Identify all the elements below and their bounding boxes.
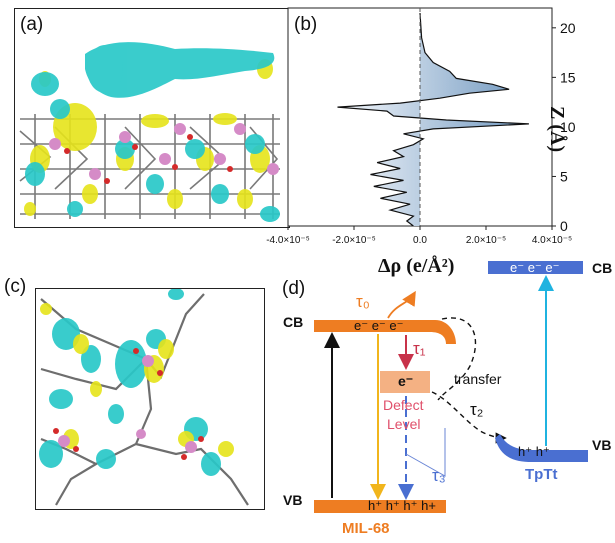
mil68-cb-band bbox=[314, 320, 456, 344]
panel-d-label: (d) bbox=[282, 278, 306, 299]
mil68-cb-electrons: e⁻ e⁻ e⁻ bbox=[354, 318, 404, 333]
tptt-vb-holes: h⁺ h⁺ bbox=[518, 444, 550, 459]
band-alignment-diagram bbox=[314, 261, 588, 513]
y-tick-label: 5 bbox=[560, 168, 568, 184]
y-tick-label: 20 bbox=[560, 20, 576, 36]
mil68-vb-band bbox=[314, 500, 446, 513]
defect-level-label-line2: Level bbox=[387, 416, 421, 432]
mil68-cb-label: CB bbox=[283, 314, 304, 330]
panel-a: (a) bbox=[14, 8, 290, 228]
chart-ylabel: Z (Å) bbox=[546, 106, 568, 153]
panel-d: (d) bbox=[270, 250, 615, 543]
x-tick-label: 2.0×10⁻⁵ bbox=[466, 235, 506, 246]
defect-electron-label: e⁻ bbox=[398, 373, 414, 389]
tptt-material-label: TpTt bbox=[525, 466, 558, 483]
panel-a-frame bbox=[14, 8, 290, 228]
chart-xlabel: Δρ (e/Å²) bbox=[378, 255, 455, 277]
panel-c-label: (c) bbox=[4, 276, 27, 297]
tau0-escape-arrow bbox=[387, 290, 416, 319]
defect-level-label-line1: Defect bbox=[383, 397, 424, 413]
tptt-cb-label: CB bbox=[592, 260, 613, 276]
defect-level-box bbox=[380, 371, 430, 393]
planar-charge-density-image bbox=[39, 289, 249, 506]
mil68-vb-holes: h⁺ h⁺ h⁺ h+ bbox=[368, 498, 436, 513]
profile-line bbox=[337, 12, 529, 227]
tau3-label: τ₃ bbox=[432, 466, 446, 485]
y-tick-label: 0 bbox=[560, 218, 568, 234]
x-tick-label: -2.0×10⁻⁵ bbox=[332, 235, 376, 246]
panel-c-frame bbox=[35, 288, 265, 510]
x-tick-label: -4.0×10⁻⁵ bbox=[266, 235, 310, 246]
transfer-label: transfer bbox=[454, 371, 502, 387]
panel-a-label: (a) bbox=[20, 14, 44, 35]
x-tick-label: 4.0×10⁻⁵ bbox=[532, 235, 572, 246]
panel-c: (c) bbox=[0, 276, 270, 538]
transfer-arrow-defect bbox=[431, 391, 507, 444]
y-tick-label: 15 bbox=[560, 69, 576, 85]
mil68-material-label: MIL-68 bbox=[342, 520, 390, 537]
transfer-arrow-cb bbox=[437, 317, 477, 401]
mil68-vb-label: VB bbox=[283, 492, 303, 508]
panel-b-label: (b) bbox=[294, 14, 318, 35]
charge-profile-chart: -4.0×10⁻⁵ -2.0×10⁻⁵ 0.0 2.0×10⁻⁵ 4.0×10⁻⁵0 5 1… bbox=[266, 7, 576, 246]
tau2-label: τ₂ bbox=[470, 400, 484, 419]
tau0-label: τ₀ bbox=[356, 292, 370, 311]
charge-density-slab-image bbox=[19, 42, 280, 222]
tptt-cb-electrons: e⁻ e⁻ e⁻ bbox=[510, 260, 560, 275]
x-tick-label: 0.0 bbox=[413, 235, 427, 246]
tau3-bracket bbox=[405, 428, 446, 477]
y-tick-label: 10 bbox=[560, 119, 576, 135]
tptt-cb-band bbox=[488, 261, 583, 274]
tptt-vb-label: VB bbox=[592, 437, 612, 453]
tau1-label: τ₁ bbox=[413, 339, 426, 358]
tptt-vb-band bbox=[495, 434, 588, 462]
